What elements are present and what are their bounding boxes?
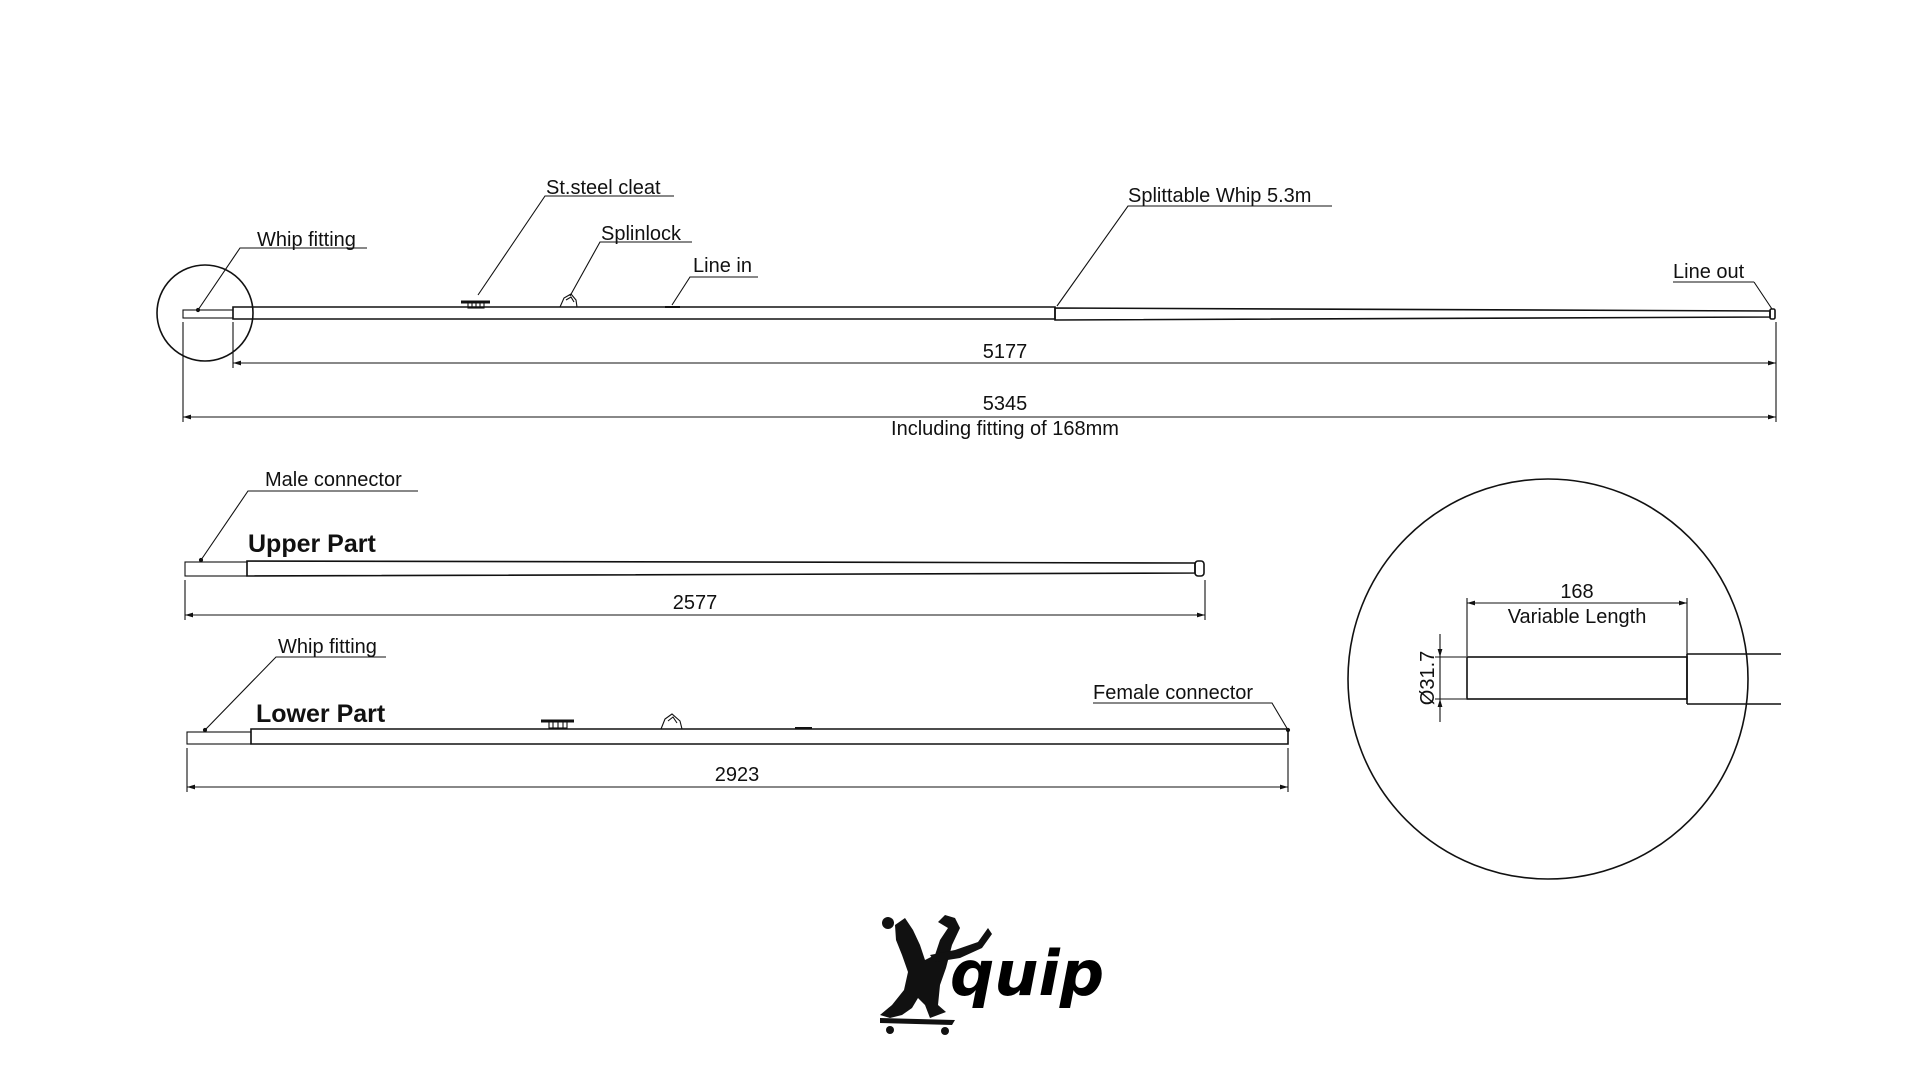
full-whip-assembly: St.steel cleat Whip fitting Splinlock Li…: [156, 177, 1777, 440]
dim-total-value: 5345: [983, 393, 1028, 415]
dim-total-note: Including fitting of 168mm: [891, 418, 1119, 440]
logo-wordmark: quip: [950, 937, 1104, 1010]
dimension-2923: [186, 748, 1289, 792]
cleat-icon: [541, 719, 574, 729]
whip-fitting-label: Whip fitting: [257, 229, 356, 251]
female-connector-label: Female connector: [1093, 682, 1253, 704]
line-in-label: Line in: [693, 255, 752, 277]
dimension-5345: [182, 322, 1777, 422]
dim-inner-value: 5177: [983, 341, 1028, 363]
line-out-label: Line out: [1673, 261, 1745, 283]
upper-part-pole: [246, 560, 1196, 577]
male-connector-leader: [198, 490, 418, 563]
whip-fitting-shape: [182, 309, 234, 319]
detail-view: 168 Variable Length Ø31.7: [1347, 478, 1781, 880]
detail-fitting: [1466, 656, 1688, 700]
whip-tip: [1769, 308, 1776, 320]
lower-fitting-leader: [202, 656, 386, 733]
whip-upper-section: [1054, 307, 1771, 321]
skater-logo-icon: [880, 915, 992, 1035]
leader-lines: [195, 195, 1773, 313]
detail-diameter-value: Ø31.7: [1417, 651, 1439, 705]
lower-part-title: Lower Part: [256, 700, 386, 728]
dimension-5177: [232, 322, 1777, 368]
cleat-icon: [461, 300, 490, 309]
splinlock-icon: [559, 293, 578, 308]
whip-lower-section: [232, 306, 1056, 320]
cleat-label: St.steel cleat: [546, 177, 661, 199]
whip-fitting-lower-shape: [186, 731, 252, 745]
upper-dim-value: 2577: [673, 592, 718, 614]
male-connector-label: Male connector: [265, 469, 402, 491]
splinlock-label: Splinlock: [601, 223, 682, 245]
upper-part: Male connector Upper Part 2577: [184, 469, 1206, 620]
detail-length-note: Variable Length: [1508, 606, 1647, 628]
male-connector-shape: [184, 561, 248, 577]
upper-part-title: Upper Part: [248, 530, 376, 558]
splinlock-icon: [660, 713, 683, 730]
detail-callout-circle: [156, 264, 254, 362]
dimension-2577: [184, 580, 1206, 620]
lower-fitting-label: Whip fitting: [278, 636, 377, 658]
detail-diameter-dimension: [1435, 634, 1466, 722]
lower-part-pole: [250, 728, 1289, 745]
female-connector-leader: [1093, 702, 1291, 733]
xquip-logo: quip: [880, 915, 1104, 1035]
detail-length-value: 168: [1560, 581, 1593, 603]
splittable-whip-label: Splittable Whip 5.3m: [1128, 185, 1311, 207]
detail-circle: [1347, 478, 1749, 880]
lower-part: Whip fitting Lower Part Female connector…: [186, 636, 1291, 792]
lower-dim-value: 2923: [715, 764, 760, 786]
detail-length-dimension: [1466, 598, 1688, 656]
upper-part-tip: [1194, 560, 1205, 577]
